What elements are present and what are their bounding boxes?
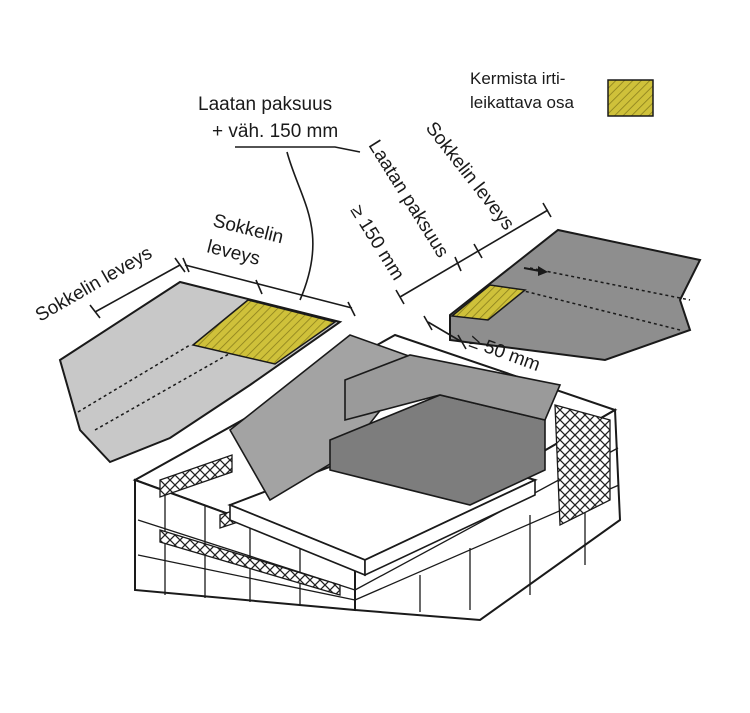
- insulation-right: [554, 404, 611, 527]
- legend-swatch: [607, 79, 654, 117]
- left-panel-dotted-1: [77, 344, 191, 413]
- membrane-inner-step-top: [344, 354, 562, 422]
- left-membrane-panel: [58, 280, 343, 464]
- legend-text-line2: leikattava osa: [470, 93, 574, 112]
- right-panel-surface: [449, 228, 702, 362]
- insulation-front-left: [159, 529, 341, 596]
- label-plinth-width-right: Sokkelin leveys: [421, 118, 518, 234]
- floor-slab-edge-right: [364, 478, 536, 577]
- label-slab-thickness-150-line2: + väh. 150 mm: [212, 121, 338, 142]
- foundation-block: [132, 333, 622, 622]
- right-cut-part: [450, 284, 527, 321]
- label-slab-thickness-150-line1: Laatan paksuus: [198, 94, 332, 115]
- legend: Kermista irti- leikattava osa: [470, 69, 654, 117]
- legend-text-line1: Kermista irti-: [470, 69, 565, 88]
- right-membrane-panel: [449, 228, 702, 362]
- left-cut-part: [191, 299, 337, 365]
- label-gte-150: ≥ 150 mm: [346, 202, 409, 285]
- insulation-left: [159, 454, 233, 498]
- right-arrow-head: [538, 266, 548, 276]
- dimension-lines: [89, 146, 552, 350]
